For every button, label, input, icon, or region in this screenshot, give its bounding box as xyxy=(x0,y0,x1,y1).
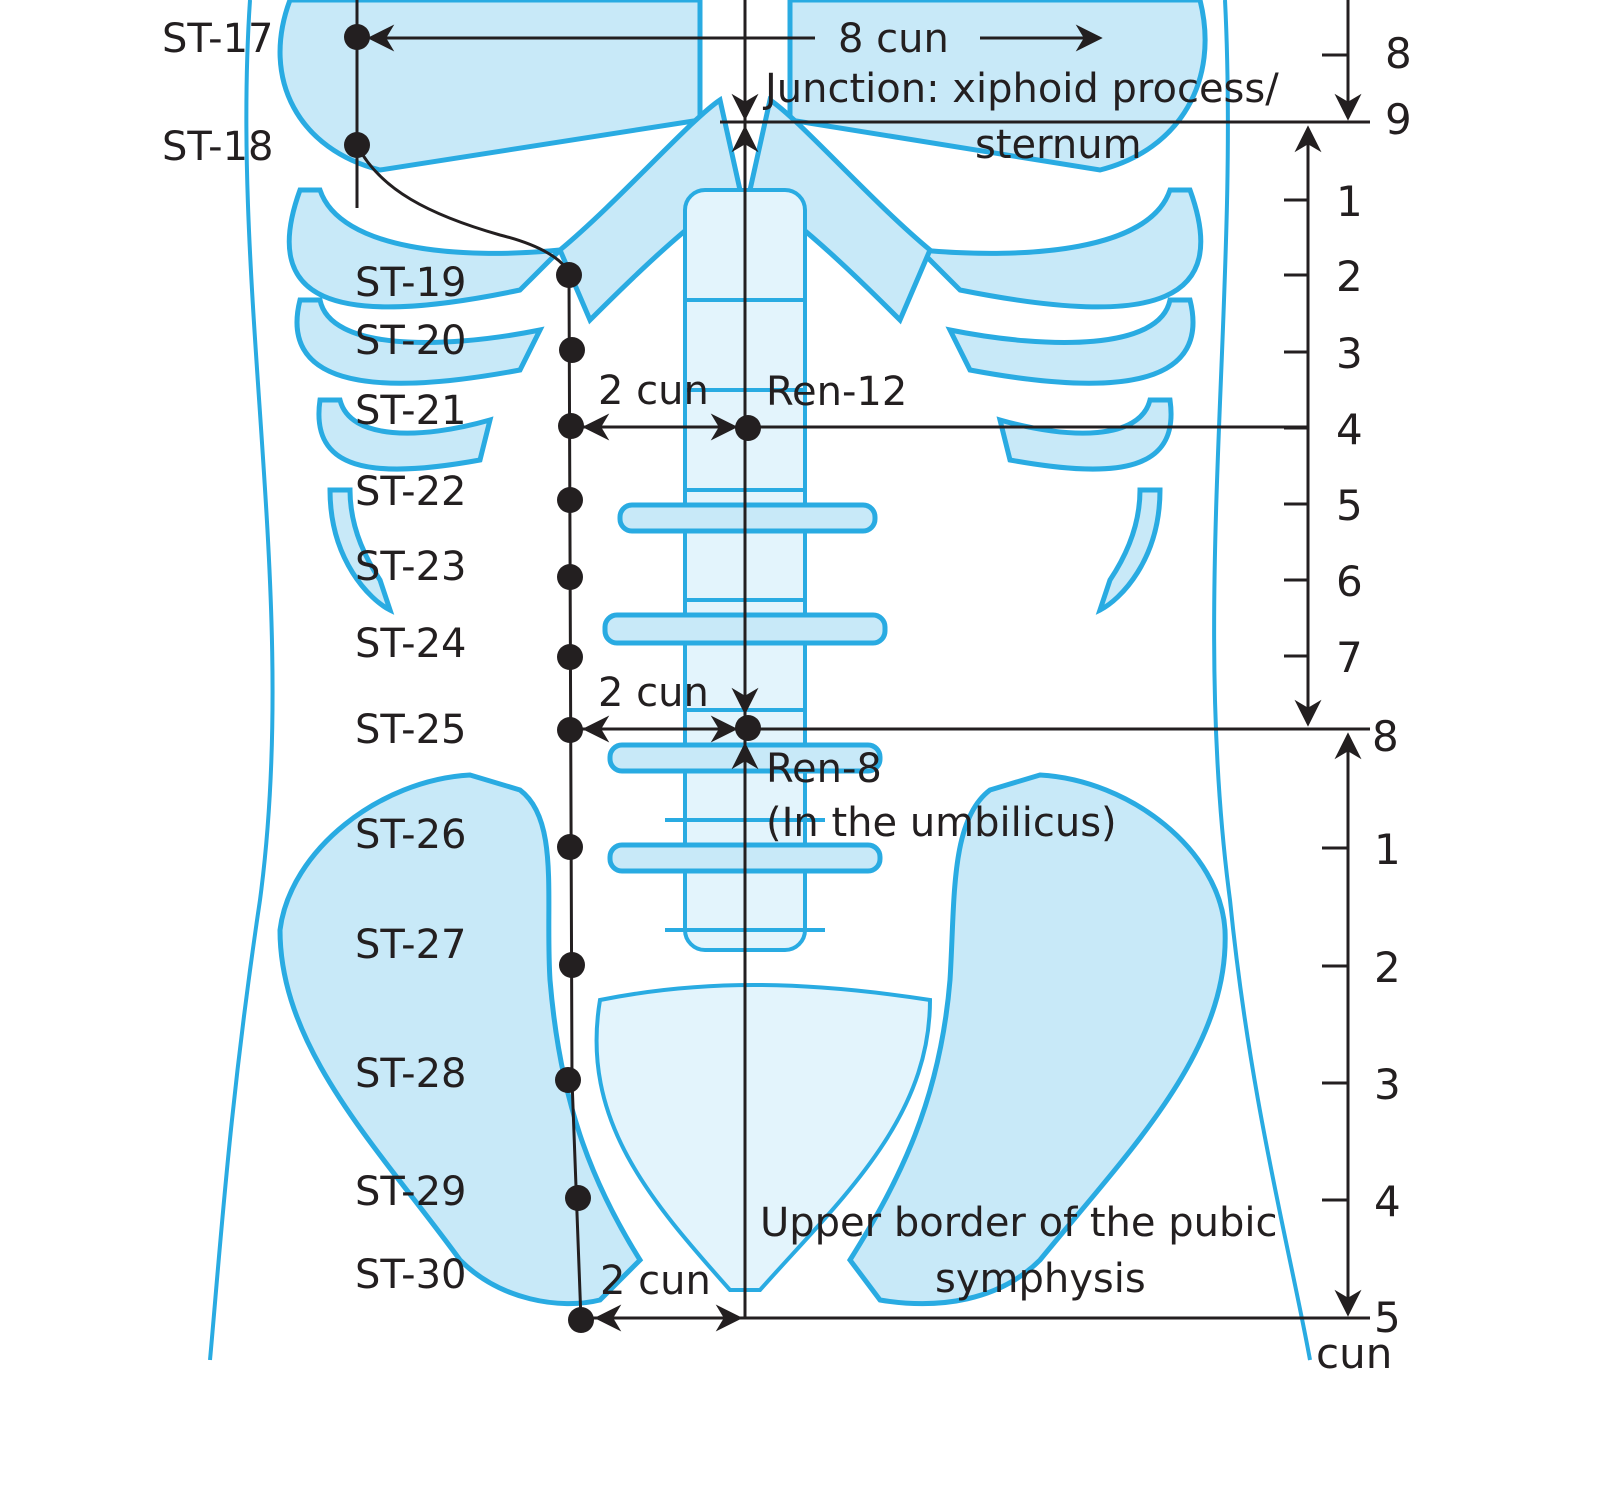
ren-8-note: (In the umbilicus) xyxy=(766,800,1117,846)
acupoint-label: ST-22 xyxy=(355,469,466,515)
rib-right-3 xyxy=(996,397,1174,472)
anatomy-illustration xyxy=(208,0,1312,1361)
ren-12-label: Ren-12 xyxy=(766,369,907,415)
ren-points: Ren-12 Ren-8 (In the umbilicus) xyxy=(735,369,1117,846)
acupoint-label: ST-28 xyxy=(355,1051,466,1097)
rib-right-1 xyxy=(913,187,1204,310)
acupoint-st-20 xyxy=(559,337,585,363)
rib-left-3 xyxy=(316,397,494,472)
acupoint-label: ST-19 xyxy=(355,260,466,306)
acupoint-label: ST-30 xyxy=(355,1252,466,1298)
scale-label: 1 xyxy=(1336,177,1363,226)
scale-label: 1 xyxy=(1374,825,1401,874)
ren12-measure: 2 cun xyxy=(598,368,709,414)
acupoint-label: ST-24 xyxy=(355,621,466,667)
scale-label: 7 xyxy=(1336,633,1363,682)
measurement-lines xyxy=(355,0,1370,1332)
rib-left-2 xyxy=(294,297,545,386)
acupoint-label: ST-23 xyxy=(355,544,466,590)
bottom-measure: 2 cun xyxy=(600,1258,711,1304)
acupoint-st-26 xyxy=(557,834,583,860)
annotations: 8 cun 2 cun 2 cun 2 cun Junction: xiphoi… xyxy=(598,16,1392,1378)
rib-left-4 xyxy=(327,487,395,615)
scale-label: 9 xyxy=(1385,95,1412,144)
xiphoid-label-1: Junction: xiphoid process/ xyxy=(762,66,1279,112)
scale-label: 5 xyxy=(1336,481,1363,530)
scale-label: 6 xyxy=(1336,557,1363,606)
xiphoid-label-2: sternum xyxy=(975,122,1142,168)
acupoints: ST-17ST-18ST-19ST-20ST-21ST-22ST-23ST-24… xyxy=(162,16,594,1333)
acupoint-st-22 xyxy=(557,487,583,513)
pubic-label-1: Upper border of the pubic xyxy=(760,1200,1277,1246)
top-measure: 8 cun xyxy=(838,16,949,62)
rib-right-2 xyxy=(945,297,1196,386)
rib-right-4 xyxy=(1095,487,1163,615)
ren8-measure: 2 cun xyxy=(598,670,709,716)
acupoint-st-18 xyxy=(344,132,370,158)
rib-left-1 xyxy=(286,187,567,310)
acupoint-label: ST-17 xyxy=(162,16,273,62)
pubic-label-2: symphysis xyxy=(935,1256,1146,1302)
ren-12-point xyxy=(735,415,761,441)
acupoint-label: ST-20 xyxy=(355,318,466,364)
scale-label: 2 xyxy=(1374,943,1401,992)
scale-label: 2 xyxy=(1336,252,1363,301)
torso-outline xyxy=(208,0,1312,1361)
scale-label: 3 xyxy=(1336,329,1363,378)
ribcage xyxy=(277,0,1208,173)
sacrum xyxy=(594,983,933,1292)
scale-label: 8 xyxy=(1372,712,1399,761)
scale-label: 4 xyxy=(1374,1177,1401,1226)
acupoint-st-30 xyxy=(568,1307,594,1333)
acupoint-st-27 xyxy=(559,952,585,978)
acupoint-st-28 xyxy=(555,1067,581,1093)
pelvis-left xyxy=(277,772,644,1307)
acupoint-label: ST-29 xyxy=(355,1169,466,1215)
acupoint-st-24 xyxy=(557,644,583,670)
acupoint-label: ST-18 xyxy=(162,124,273,170)
ren-8-point xyxy=(735,715,761,741)
acupoint-label: ST-27 xyxy=(355,922,466,968)
pelvis-right xyxy=(846,772,1228,1307)
scale-label: 3 xyxy=(1374,1060,1401,1109)
acupoint-st-25 xyxy=(557,717,583,743)
ren-8-label: Ren-8 xyxy=(766,746,882,792)
acupoint-st-23 xyxy=(557,564,583,590)
scale-label: 8 xyxy=(1385,29,1412,78)
acupoint-st-21 xyxy=(558,413,584,439)
acupoint-label: ST-25 xyxy=(355,707,466,753)
scale-unit: cun xyxy=(1316,1329,1392,1378)
acupoint-label: ST-21 xyxy=(355,388,466,434)
acupoint-st-19 xyxy=(556,262,582,288)
scale-label: 5 xyxy=(1374,1293,1401,1342)
acupoint-label: ST-26 xyxy=(355,812,466,858)
acupoint-st-17 xyxy=(344,24,370,50)
scale-label: 4 xyxy=(1336,405,1363,454)
acupoint-st-29 xyxy=(565,1185,591,1211)
